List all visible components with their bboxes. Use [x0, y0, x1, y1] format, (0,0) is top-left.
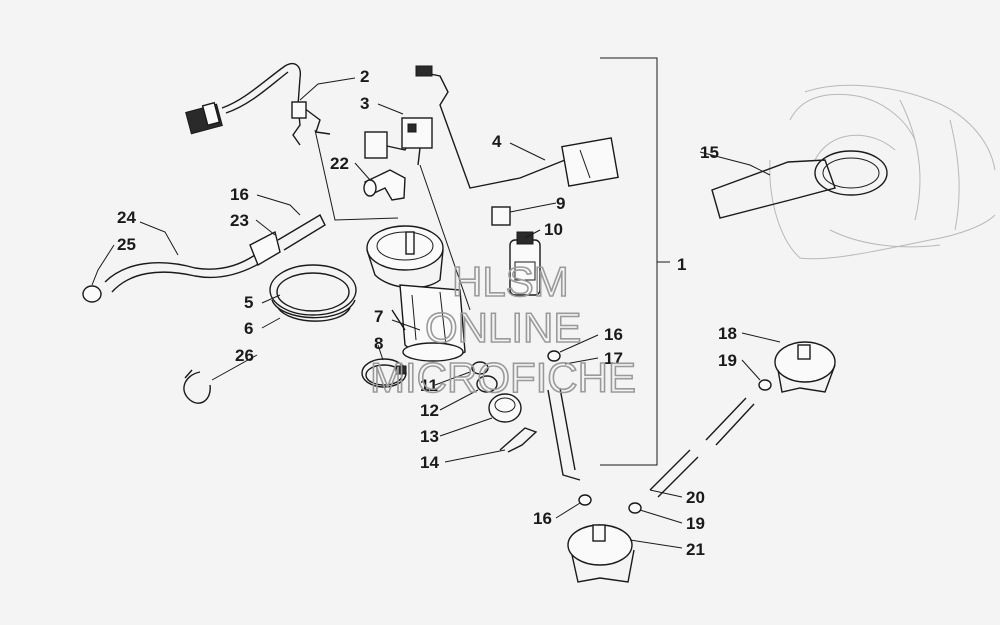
callout-12: 12 [420, 401, 439, 420]
filter-clip [499, 427, 538, 453]
callout-10: 10 [544, 220, 563, 239]
tube-upper [705, 397, 755, 446]
pump-motor [491, 206, 541, 296]
fuel-pump-assembly [366, 225, 466, 362]
callout-26: 26 [235, 346, 254, 365]
assembly-bracket [600, 57, 658, 466]
callout-8: 8 [374, 334, 383, 353]
callout-9: 9 [556, 194, 565, 213]
callout-20: 20 [686, 488, 705, 507]
callout-2: 2 [360, 67, 369, 86]
callout-16-a: 16 [230, 185, 249, 204]
elbow-fitting [363, 169, 406, 201]
callout-11: 11 [420, 376, 438, 395]
sender-wire [415, 65, 619, 189]
tank-strap [711, 159, 836, 219]
callout-5: 5 [244, 293, 253, 312]
callout-21: 21 [686, 540, 705, 559]
gasket-rings [269, 264, 357, 322]
callout-19-a: 19 [718, 351, 737, 370]
valve-bottom [567, 494, 635, 583]
callout-16-b: 16 [604, 325, 623, 344]
retaining-ring [183, 369, 211, 404]
callout-24: 24 [117, 208, 136, 227]
fuel-tank-outline [769, 84, 996, 260]
filter-cap [488, 393, 522, 423]
callout-3: 3 [360, 94, 369, 113]
watermark-line3: MICROFICHE [370, 354, 636, 401]
callout-4: 4 [492, 132, 502, 151]
watermark-line2: ONLINE [425, 304, 581, 351]
callout-1: 1 [677, 255, 686, 274]
watermark-line1: HLSM [452, 258, 569, 305]
callout-18: 18 [718, 324, 737, 343]
callout-17: 17 [604, 349, 623, 368]
hose-clamp [361, 358, 407, 388]
callout-16-c: 16 [533, 509, 552, 528]
tube-lower [649, 449, 699, 498]
o-ring [476, 375, 498, 393]
callout-23: 23 [230, 211, 249, 230]
callout-19-b: 19 [686, 514, 705, 533]
callout-14: 14 [420, 453, 439, 472]
callout-13: 13 [420, 427, 439, 446]
connector [364, 117, 433, 166]
valve-top [774, 341, 836, 393]
vent-hose [82, 214, 326, 303]
callout-25: 25 [117, 235, 136, 254]
wire-harness [185, 62, 331, 146]
o-ring-small [471, 361, 489, 375]
callout-15: 15 [700, 143, 719, 162]
leader-lines [91, 77, 781, 549]
fuel-hose [547, 350, 581, 481]
callout-7: 7 [374, 307, 383, 326]
callout-22: 22 [330, 154, 349, 173]
callout-6: 6 [244, 319, 253, 338]
